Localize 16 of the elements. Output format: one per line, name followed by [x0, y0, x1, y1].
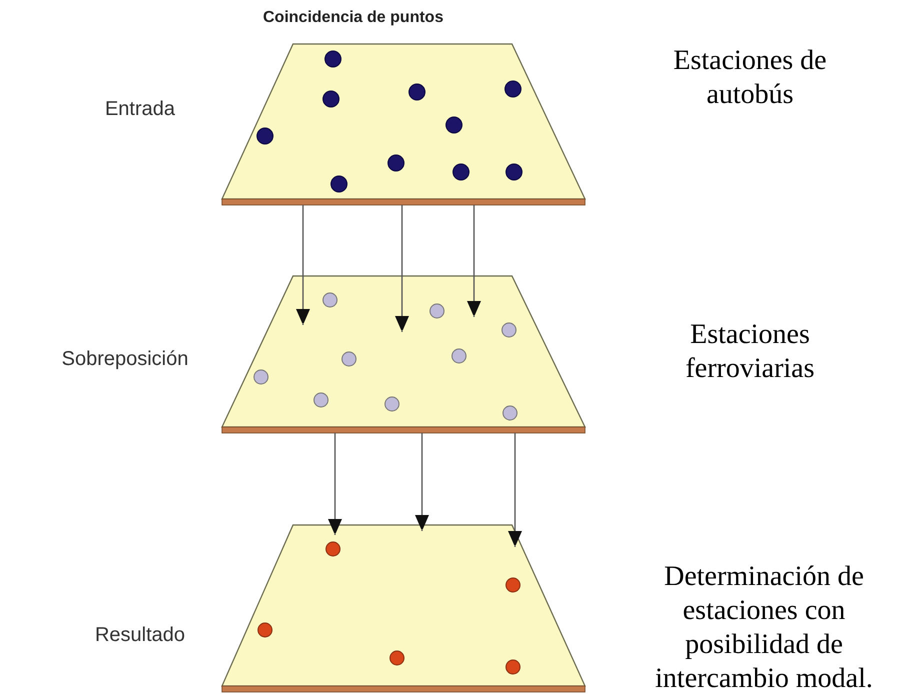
layer-description: Determinación de estaciones con posibilidad de intercambio modal. — [654, 560, 874, 694]
map-layer — [222, 525, 585, 692]
map-layer — [222, 44, 585, 205]
arrow — [328, 433, 342, 535]
layer-label: Resultado — [94, 624, 186, 647]
arrow — [508, 433, 522, 547]
layer-label: Sobreposición — [60, 348, 190, 371]
layer-description: Estaciones ferroviarias — [684, 318, 816, 386]
arrow — [395, 205, 409, 332]
arrow — [296, 205, 310, 325]
layer-description: Estaciones de autobús — [672, 44, 828, 112]
arrow — [415, 433, 429, 531]
diagram-title: Coincidencia de puntos — [263, 9, 444, 27]
layer-label: Entrada — [104, 98, 176, 121]
map-layer — [222, 276, 585, 433]
arrow — [467, 205, 481, 317]
